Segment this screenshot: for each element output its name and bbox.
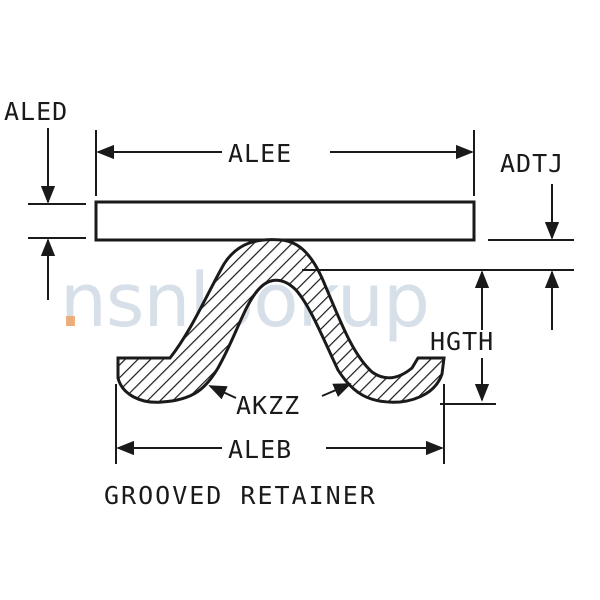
top-plate (94, 200, 476, 242)
watermark-accent-dot (66, 316, 75, 326)
adtj-dimension: ADTJ (302, 149, 574, 330)
akzz-callout: AKZZ (208, 383, 352, 420)
aled-label: ALED (4, 97, 68, 126)
aleb-label: ALEB (228, 435, 292, 464)
aleb-dimension: ALEB (115, 384, 445, 464)
aled-dimension: ALED (4, 97, 86, 300)
alee-label: ALEE (228, 139, 292, 168)
diagram-title: GROOVED RETAINER (104, 481, 377, 510)
akzz-leader-left (208, 385, 237, 400)
retainer-section (116, 238, 446, 404)
hgth-label: HGTH (430, 327, 494, 356)
adtj-label: ADTJ (500, 149, 564, 178)
akzz-leader-right (321, 383, 352, 397)
alee-dimension: ALEE (95, 130, 475, 196)
akzz-label: AKZZ (236, 391, 300, 420)
hgth-dimension: HGTH (430, 270, 496, 405)
